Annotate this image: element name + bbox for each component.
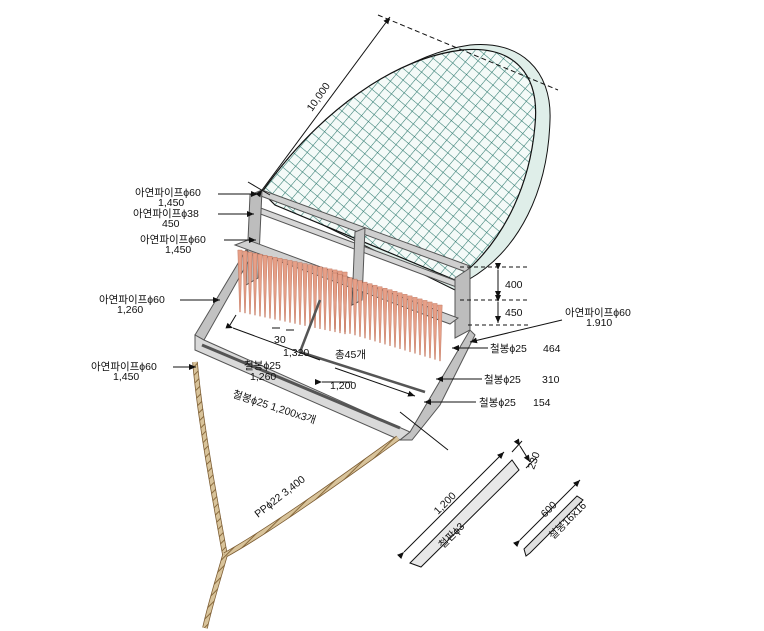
detail-flat-bar [396,438,537,568]
pipe-top-2-label: 아연파이프ϕ38 [133,208,199,220]
frame-right-panel [398,329,476,441]
tooth-spacing-label: 30 [274,334,286,346]
rake-tooth [372,284,378,342]
bar-154-length: 154 [533,397,551,409]
rake-tooth [277,258,283,321]
rake-tooth [387,289,393,346]
pipe-right-length: 1.910 [586,317,612,329]
detail-tooth [512,479,584,557]
rake-tooth [327,268,333,332]
rake-tooth [397,292,403,350]
detail-bar-height: 230 [526,450,543,471]
front-bar-1 [201,343,401,430]
rake-tooth [377,286,383,343]
rake-tooth [437,304,443,362]
rake-tooth [347,277,353,334]
right-leaders [424,319,563,405]
rake-tooth [262,255,268,318]
pipe-top-2-length: 450 [162,218,180,230]
bar-center-label: 철봉ϕ25 [244,360,281,372]
rake-tooth [402,294,408,351]
bar-154-label: 철봉ϕ25 [479,397,516,409]
front-bars [201,299,426,430]
frame-right-post [454,267,471,339]
rake-tooth [382,288,388,345]
rope-label: PPϕ22 3,400 [252,473,307,520]
front-bar-2 [299,350,426,394]
pipe-bottom-label: 아연파이프ϕ60 [91,361,157,373]
bar-464-label: 철봉ϕ25 [490,343,527,355]
rake-tooth [412,297,418,354]
height-dimensions [460,263,530,326]
detail-bar-length: 1,200 [432,490,459,517]
rake-tooth [272,257,278,320]
net-length-label: 10,000 [305,80,333,113]
net-bag [261,43,551,291]
pipe-top-1-label: 아연파이프ϕ60 [135,187,201,199]
rake-tooth [432,303,438,360]
rake-tooth [322,267,328,331]
rake-tooth [282,259,288,322]
front-bar-3 [298,299,322,353]
height-450-label: 450 [505,307,523,319]
rake-tooth [367,283,373,340]
frame-span-label: 1,200 [330,380,356,392]
pipe-side-label: 아연파이프ϕ60 [99,294,165,306]
tooth-width-label: 1,320 [283,347,309,359]
rake-tooth [332,272,338,330]
tow-rope [192,361,400,629]
rake-tooth [297,262,303,325]
rake-tooth [422,300,428,357]
rake-tooth [352,278,358,336]
pipe-right-label: 아연파이프ϕ60 [565,307,631,319]
rake-tooth [257,253,263,317]
flat-bar-shape [409,459,520,568]
pipe-top-1-length: 1,450 [158,197,184,209]
rake-tooth [417,298,423,356]
rake-tooth [312,265,318,328]
rake-teeth [237,249,443,362]
pipe-side-length: 1,260 [117,304,143,316]
pipe-mid-length: 1,450 [165,244,191,256]
bar-310-length: 310 [542,374,560,386]
tooth-count-label: 총45개 [335,349,366,361]
net-length-dimension [247,14,559,198]
rake-tooth [362,281,368,339]
rake-tooth [252,252,258,316]
pipe-bottom-length: 1,450 [113,371,139,383]
height-400-label: 400 [505,279,523,291]
rake-tooth [317,266,323,329]
rake-tooth [342,275,348,333]
rake-tooth [247,251,253,315]
rake-tooth [237,249,243,313]
bar-464-length: 464 [543,343,561,355]
rake-tooth [357,280,363,337]
rake-tooth [392,291,398,348]
bar-310-label: 철봉ϕ25 [484,374,521,386]
rake-tooth [337,274,343,331]
rake-tooth [407,295,413,353]
rake-tooth [292,261,298,324]
rake-tooth [307,264,313,327]
inner-dimensions [225,314,449,451]
left-leaders [173,191,258,370]
rake-tooth [427,301,433,359]
rake-tooth [267,256,273,319]
bar-center-length: 1,260 [250,371,276,383]
rake-tooth [242,250,248,314]
pipe-mid-label: 아연파이프ϕ60 [140,234,206,246]
rake-tooth [287,260,293,323]
rake-tooth [302,263,308,326]
